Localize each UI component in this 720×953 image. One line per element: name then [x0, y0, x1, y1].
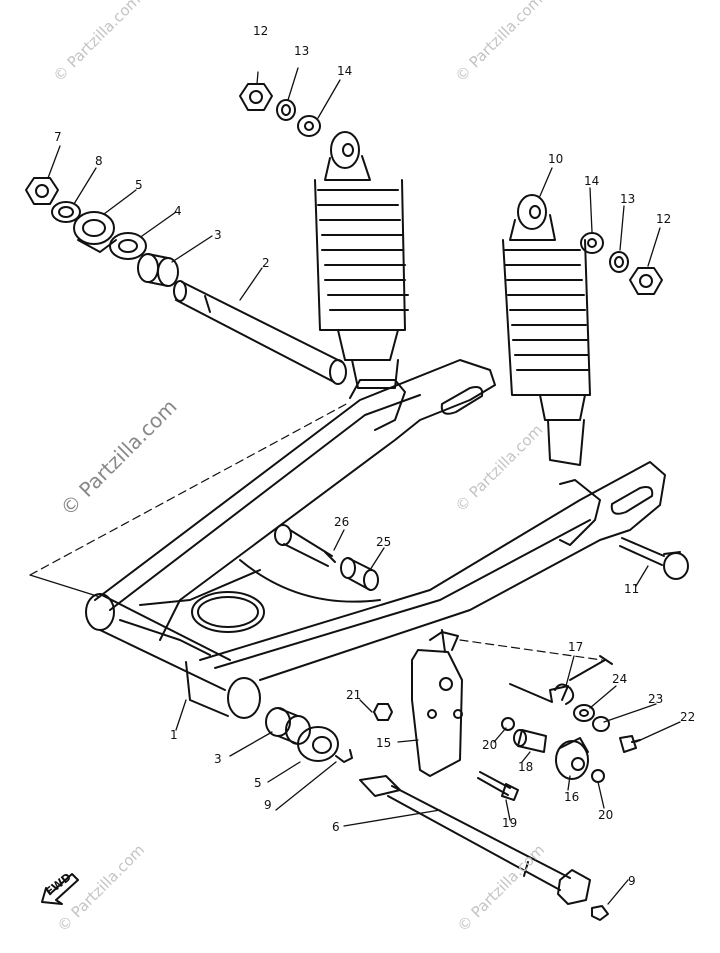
- callout-9: 9: [264, 798, 272, 812]
- pivot-axle: [359, 775, 609, 921]
- spring-17: [509, 655, 613, 705]
- callout-8: 8: [95, 154, 103, 168]
- callout-14: 14: [584, 174, 600, 188]
- callout-17: 17: [568, 640, 584, 654]
- callout-11: 11: [624, 582, 640, 596]
- bolt-19: [477, 771, 519, 801]
- leader-lines: [47, 67, 681, 905]
- callout-13: 13: [620, 192, 636, 206]
- callout-5: 5: [135, 178, 143, 192]
- left-pivot-hardware: [25, 177, 179, 287]
- callout-18: 18: [518, 760, 534, 774]
- shock-absorber-right: [502, 194, 591, 466]
- callout-25: 25: [376, 535, 392, 549]
- right-shock-hardware: [580, 232, 663, 295]
- callout-6: 6: [332, 820, 340, 834]
- callout-5: 5: [254, 776, 262, 790]
- callout-13: 13: [294, 44, 310, 58]
- bolt-11: [619, 537, 689, 580]
- stand-bracket: [411, 629, 603, 777]
- collar-18: [513, 729, 547, 753]
- callout-26: 26: [334, 515, 350, 529]
- callout-24: 24: [612, 672, 628, 686]
- callout-16: 16: [564, 790, 580, 804]
- lower-pivot-hardware: [265, 707, 353, 763]
- callout-19: 19: [502, 816, 518, 830]
- callout-14: 14: [337, 64, 353, 78]
- callout-9: 9: [628, 874, 636, 888]
- washers-24-23: [573, 704, 610, 732]
- callout-2: 2: [262, 256, 270, 270]
- callout-21: 21: [346, 688, 362, 702]
- callout-10: 10: [548, 152, 564, 166]
- callout-20: 20: [598, 808, 614, 822]
- callout-15: 15: [376, 736, 392, 750]
- callout-4: 4: [174, 204, 182, 218]
- bolt-26: [274, 524, 336, 567]
- callout-3: 3: [214, 228, 222, 242]
- swing-arm: [29, 359, 666, 719]
- callout-1: 1: [170, 728, 178, 742]
- left-shock-hardware: [239, 83, 321, 137]
- callout-12: 12: [656, 212, 672, 226]
- callout-20: 20: [482, 738, 498, 752]
- callout-12: 12: [253, 24, 269, 38]
- callout-7: 7: [54, 130, 62, 144]
- forward-arrow-icon: [41, 873, 79, 905]
- callout-22: 22: [680, 710, 696, 724]
- pivot-shaft: [173, 280, 347, 385]
- collar-25: [340, 557, 379, 591]
- callout-23: 23: [648, 692, 664, 706]
- callout-3: 3: [214, 752, 222, 766]
- nut-21: [373, 703, 393, 721]
- cap-16: [555, 737, 589, 780]
- shock-absorber-left: [314, 131, 409, 389]
